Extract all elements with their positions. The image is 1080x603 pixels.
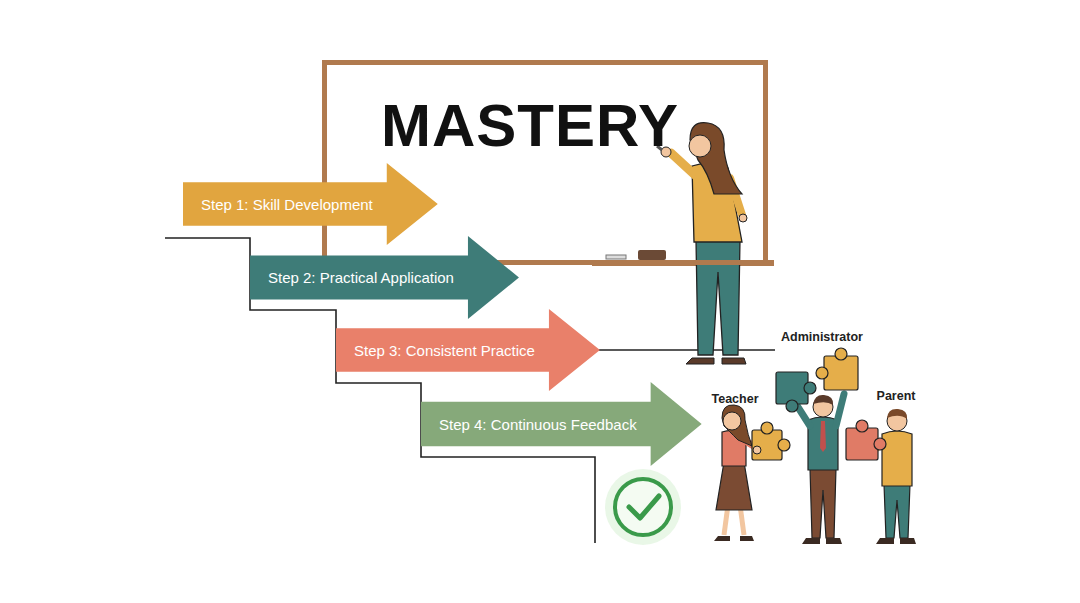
arrow-body [336,309,600,391]
puzzle-piece [846,420,886,460]
arrow-body [421,382,702,466]
puzzle-piece [752,422,790,460]
role-label: Teacher [711,392,758,406]
step-arrow: Step 3: Consistent Practice [336,308,601,392]
role-label: Parent [877,389,916,403]
check-circle [615,479,671,535]
teacher-person [714,405,790,541]
floor-line [582,349,775,351]
check-mark [629,496,659,518]
step-label: Step 2: Practical Application [268,269,454,286]
staircase-line [165,238,595,543]
role-label: Administrator [781,330,863,344]
marker [606,255,626,259]
step-arrow: Step 2: Practical Application [250,235,520,320]
check-glow [605,469,681,545]
step-label: Step 3: Consistent Practice [354,342,535,359]
arrow-body [250,236,519,319]
step-arrow: Step 4: Continuous Feedback [421,381,703,467]
arrow-body [183,163,438,245]
step-label: Step 1: Skill Development [201,196,373,213]
teacher-figure [657,123,747,364]
puzzle-piece [816,348,858,390]
board-title: MASTERY [381,91,679,160]
eraser [638,250,666,260]
step-label: Step 4: Continuous Feedback [439,416,637,433]
step-arrow: Step 1: Skill Development [183,162,439,246]
parent-person [846,409,916,544]
puzzle-piece [776,372,816,412]
